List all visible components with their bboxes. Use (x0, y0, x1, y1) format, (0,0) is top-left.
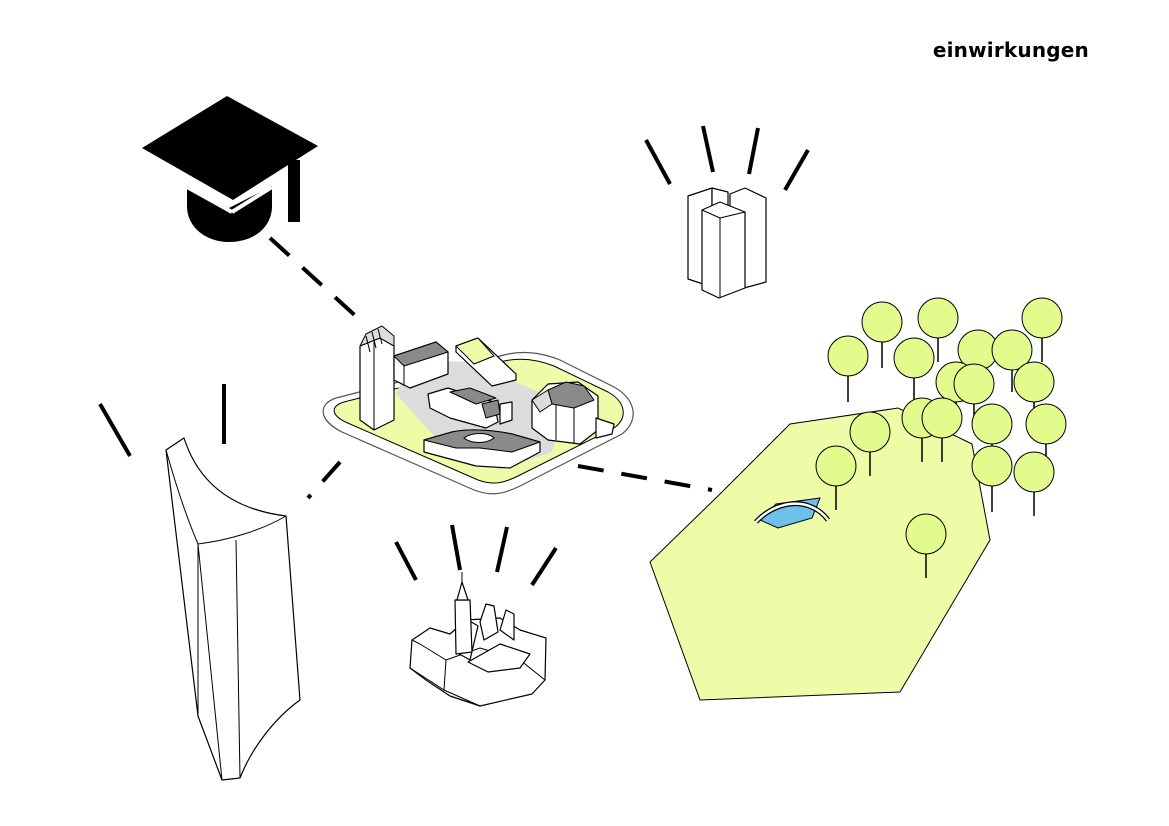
tree-icon (921, 397, 963, 462)
tree-icon (815, 445, 857, 510)
park-area-icon (649, 297, 1067, 701)
connector-tower-to-campus (306, 460, 342, 500)
tree-icon (971, 445, 1013, 512)
connector-cap-to-campus (268, 236, 362, 322)
diagram-title: einwirkungen (932, 38, 1089, 62)
tall-tower-icon (98, 384, 301, 781)
tree-icon (1021, 297, 1063, 362)
tree-icon (991, 329, 1033, 392)
campus-model-icon (322, 325, 634, 495)
connector-campus-to-park (577, 464, 713, 492)
old-town-icon (394, 524, 558, 707)
tree-icon (917, 297, 959, 362)
tree-icon (905, 513, 947, 578)
tree-icon (827, 335, 869, 402)
graduation-cap-icon (142, 96, 318, 242)
tree-icon (861, 301, 903, 368)
tree-icon (893, 337, 935, 402)
tree-icon (849, 411, 891, 476)
tree-icon (1013, 451, 1055, 516)
highrise-towers-icon (644, 125, 810, 299)
